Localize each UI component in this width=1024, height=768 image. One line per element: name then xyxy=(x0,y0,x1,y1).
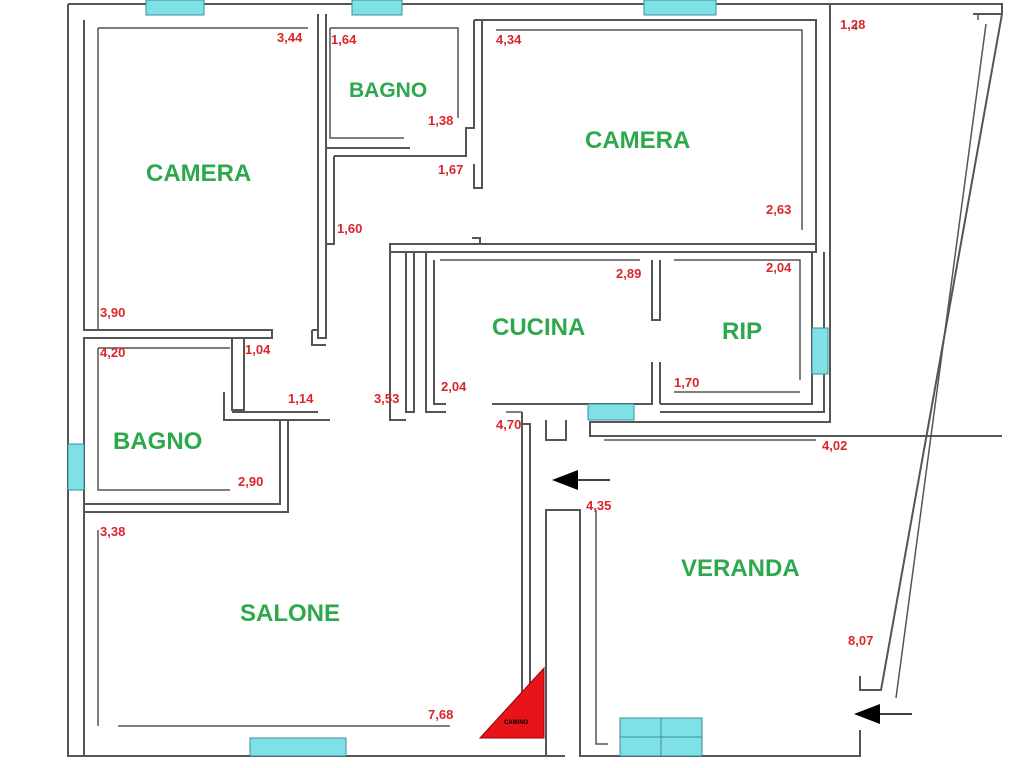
dimension-labels: 3,44 1,64 4,34 1,28 1,38 1,67 1,60 2,63 … xyxy=(100,17,873,722)
dimension-label: 2,90 xyxy=(238,474,263,489)
room-label-camera-right: CAMERA xyxy=(585,127,690,154)
window xyxy=(643,0,717,16)
fireplace: CAMINO xyxy=(478,666,545,739)
dimension-label: 1,38 xyxy=(428,113,453,128)
dimension-label: 2,04 xyxy=(441,379,467,394)
room-label-bagno-left: BAGNO xyxy=(113,428,202,455)
window xyxy=(351,0,403,16)
fireplace-shape xyxy=(478,666,545,739)
dimension-label: 4,35 xyxy=(586,498,611,513)
window xyxy=(249,737,347,757)
dimension-label: 4,20 xyxy=(100,345,125,360)
dimension-label: 8,07 xyxy=(848,633,873,648)
dimension-label: 2,63 xyxy=(766,202,791,217)
dimension-label: 3,53 xyxy=(374,391,399,406)
window xyxy=(811,327,829,375)
dimension-label: 1,60 xyxy=(337,221,362,236)
dimension-label: 1,04 xyxy=(245,342,271,357)
windows xyxy=(67,0,829,757)
room-label-veranda: VERANDA xyxy=(681,555,800,582)
room-label-rip: RIP xyxy=(722,318,762,345)
dimension-label: 1,28 xyxy=(840,17,865,32)
room-label-cucina: CUCINA xyxy=(492,314,585,341)
fireplace-label: CAMINO xyxy=(504,720,529,726)
inner-walls xyxy=(83,14,987,756)
room-label-salone: SALONE xyxy=(240,600,340,627)
window xyxy=(145,0,205,16)
dimension-label: 4,02 xyxy=(822,438,847,453)
dimension-label: 2,89 xyxy=(616,266,641,281)
room-label-bagno-top: BAGNO xyxy=(349,79,427,102)
room-label-camera-left: CAMERA xyxy=(146,160,251,187)
dimension-label: 3,44 xyxy=(277,30,303,45)
dimension-label: 3,90 xyxy=(100,305,125,320)
dimension-label: 3,38 xyxy=(100,524,125,539)
entrance-arrow-icon xyxy=(854,704,912,724)
dimension-label: 1,70 xyxy=(674,375,699,390)
dimension-label: 1,14 xyxy=(288,391,314,406)
window xyxy=(587,403,635,421)
dimension-label: 4,70 xyxy=(496,417,521,432)
dimension-label: 4,34 xyxy=(496,32,522,47)
window xyxy=(67,443,85,491)
dimension-label: 2,04 xyxy=(766,260,792,275)
dimension-label: 1,64 xyxy=(331,32,357,47)
dimension-label: 1,67 xyxy=(438,162,463,177)
room-labels: CAMERA BAGNO CAMERA CUCINA RIP BAGNO SAL… xyxy=(113,79,800,627)
entrance-arrow-icon xyxy=(552,470,610,490)
entrance-arrows xyxy=(552,470,912,724)
dimension-label: 7,68 xyxy=(428,707,453,722)
